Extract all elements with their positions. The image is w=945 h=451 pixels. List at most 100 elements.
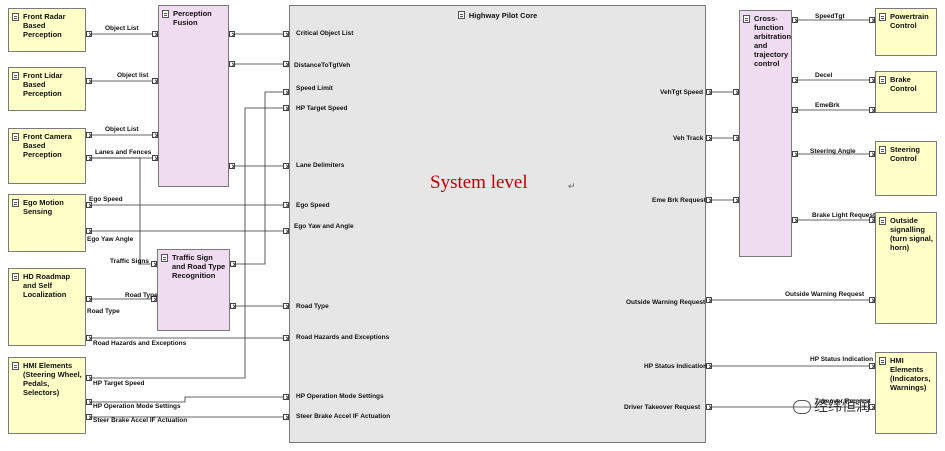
- steer-brake-in-label: Steer Brake Accel IF Actuation: [296, 413, 391, 420]
- lanes-fences-label: Lanes and Fences: [95, 149, 152, 156]
- port: [283, 414, 289, 420]
- outside-signalling-title: Outside signalling (turn signal, horn): [890, 216, 933, 252]
- hp-target-speed-out-label: HP Target Speed: [93, 380, 145, 387]
- radar-object-list-label: Object List: [105, 25, 139, 32]
- hp-op-mode-in-label: HP Operation Mode Settings: [296, 393, 384, 400]
- port: [283, 228, 289, 234]
- powertrain-block[interactable]: Powertrain Control: [875, 8, 937, 56]
- port: [86, 296, 92, 302]
- highway-pilot-core-block[interactable]: Highway Pilot Core: [289, 5, 706, 443]
- critical-object-list-label: Critical Object List: [296, 30, 354, 37]
- ego-motion-title: Ego Motion Sensing: [23, 198, 64, 216]
- front-camera-block[interactable]: Front Camera Based Perception: [8, 128, 86, 184]
- return-mark-icon: ↵: [568, 181, 576, 191]
- hd-roadmap-title: HD Roadmap and Self Localization: [23, 272, 71, 299]
- port: [706, 297, 712, 303]
- port: [283, 303, 289, 309]
- port: [792, 107, 798, 113]
- front-radar-block[interactable]: Front Radar Based Perception: [8, 8, 86, 52]
- port: [869, 107, 875, 113]
- ego-motion-block[interactable]: Ego Motion Sensing: [8, 194, 86, 252]
- port: [86, 375, 92, 381]
- outside-signalling-block[interactable]: Outside signalling (turn signal, horn): [875, 212, 937, 324]
- port: [86, 155, 92, 161]
- watermark-text: 经纬恒润: [814, 398, 870, 414]
- port: [283, 31, 289, 37]
- driver-takeover-label: Driver Takeover Request: [624, 404, 701, 411]
- cross-function-title: Cross-function arbitration and trajector…: [754, 14, 792, 68]
- block-icon: [12, 273, 19, 281]
- port: [86, 399, 92, 405]
- port: [792, 77, 798, 83]
- hp-status-label: HP Status Indication: [810, 356, 874, 363]
- port: [733, 89, 739, 95]
- speed-tgt-label: SpeedTgt: [815, 13, 845, 20]
- port: [86, 228, 92, 234]
- front-radar-title: Front Radar Based Perception: [23, 12, 66, 39]
- block-icon: [879, 357, 886, 365]
- port: [792, 217, 798, 223]
- port: [229, 163, 235, 169]
- port: [733, 197, 739, 203]
- system-level-text: System level: [430, 172, 528, 193]
- emebrk-label: EmeBrk: [815, 102, 840, 109]
- block-icon: [162, 10, 169, 18]
- highway-pilot-core-title: Highway Pilot Core: [468, 11, 538, 20]
- hp-op-mode-out-label: HP Operation Mode Settings: [93, 403, 181, 410]
- port: [869, 217, 875, 223]
- port: [86, 202, 92, 208]
- traffic-signs-label: Traffic Signs: [110, 258, 150, 265]
- port: [283, 61, 289, 67]
- port: [152, 155, 158, 161]
- steering-title: Steering Control: [890, 145, 921, 163]
- outside-warning-label: Outside Warning Request: [785, 291, 865, 298]
- speed-limit-label: Speed Limit: [296, 85, 333, 92]
- watermark: 经纬恒润: [793, 396, 870, 416]
- brake-light-request-label: Brake Light Request: [812, 212, 876, 219]
- front-camera-title: Front Camera Based Perception: [23, 132, 72, 159]
- port: [792, 17, 798, 23]
- camera-object-list-label: Object List: [105, 126, 139, 133]
- port: [151, 261, 157, 267]
- ego-speed-label: Ego Speed: [89, 196, 123, 203]
- veh-tgt-speed-label: VehTgt Speed: [660, 89, 703, 96]
- port: [733, 135, 739, 141]
- road-hazards-out-label: Road Hazards and Exceptions: [93, 340, 187, 347]
- port: [869, 297, 875, 303]
- front-lidar-block[interactable]: Front Lidar Based Perception: [8, 67, 86, 111]
- port: [706, 197, 712, 203]
- port: [283, 105, 289, 111]
- port: [869, 17, 875, 23]
- port: [792, 151, 798, 157]
- port: [869, 77, 875, 83]
- traffic-sign-title: Traffic Sign and Road Type Recognition: [172, 253, 226, 280]
- port: [283, 394, 289, 400]
- steering-block[interactable]: Steering Control: [875, 141, 937, 196]
- block-icon: [879, 76, 886, 84]
- perception-fusion-title: Perception Fusion: [173, 9, 212, 27]
- hmi-input-block[interactable]: HMI Elements (Steering Wheel, Pedals, Se…: [8, 357, 86, 434]
- ego-yaw-angle-label: Ego Yaw Angle: [87, 236, 134, 243]
- hmi-input-title: HMI Elements (Steering Wheel, Pedals, Se…: [23, 361, 82, 397]
- block-icon: [12, 72, 19, 80]
- port: [283, 163, 289, 169]
- block-icon: [12, 199, 19, 207]
- traffic-sign-block[interactable]: Traffic Sign and Road Type Recognition: [157, 249, 230, 331]
- distance-to-tgt-label: DistanceToTgtVeh: [294, 62, 351, 69]
- port: [86, 414, 92, 420]
- hd-roadmap-block[interactable]: HD Roadmap and Self Localization: [8, 268, 86, 346]
- perception-fusion-block[interactable]: Perception Fusion: [158, 5, 229, 187]
- road-type-out-label: Road Type: [87, 308, 120, 315]
- port: [152, 132, 158, 138]
- cross-function-block[interactable]: Cross-function arbitration and trajector…: [739, 10, 792, 257]
- port: [283, 89, 289, 95]
- takeover-request-label: Takeover Request: [815, 398, 871, 405]
- block-icon: [12, 13, 19, 21]
- port: [706, 404, 712, 410]
- port: [869, 404, 875, 410]
- lidar-object-list-label: Object list: [117, 72, 149, 79]
- hmi-output-block[interactable]: HMI Elements (Indicators, Warnings): [875, 352, 937, 434]
- brake-block[interactable]: Brake Control: [875, 71, 937, 113]
- veh-track-label: Veh Track: [673, 135, 704, 142]
